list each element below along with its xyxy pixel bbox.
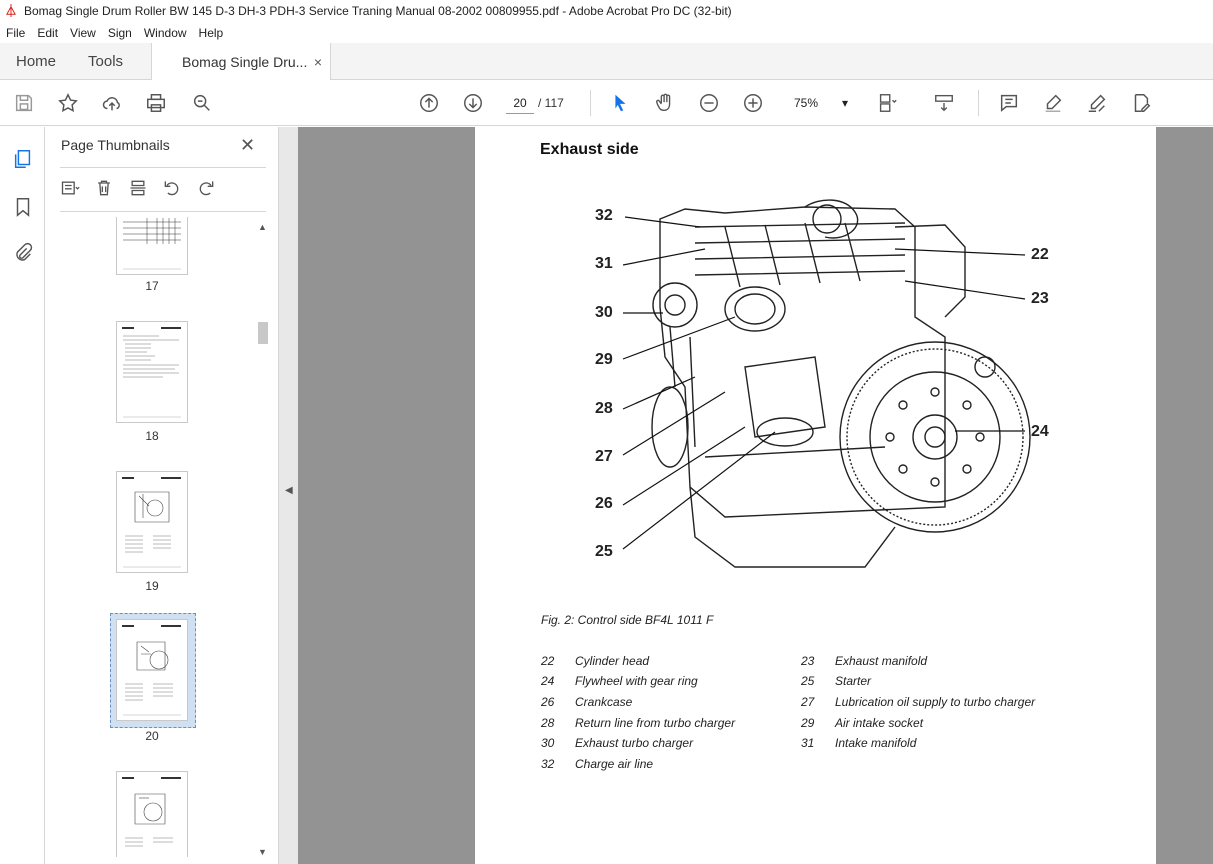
upload-cloud-icon[interactable] [98,89,126,117]
toolbar-divider [978,90,979,116]
thumbnail-label: 20 [145,729,159,743]
menu-view[interactable]: View [70,25,96,40]
attachments-icon[interactable] [11,241,35,265]
edit-pdf-icon[interactable] [1127,89,1155,117]
callout-25: 25 [595,543,613,560]
thumbnail-page-20[interactable] [116,619,188,721]
zoom-value: 75% [794,96,819,110]
tab-bar: Home Tools Bomag Single Dru... × [0,43,1213,80]
callout-26: 26 [595,495,613,512]
menu-edit[interactable]: Edit [37,25,59,40]
tab-home[interactable]: Home [16,52,57,70]
page-total: / 117 [538,96,564,110]
callout-30: 30 [595,304,613,321]
menu-help[interactable]: Help [198,25,224,40]
zoom-select[interactable]: 75% ▾ [786,92,856,114]
thumbnail-page-21[interactable] [116,771,188,857]
callout-27: 27 [595,448,613,465]
thumbnail-label: 17 [145,279,159,293]
engine-figure: 32 31 30 29 28 27 26 25 22 23 24 [565,187,1085,587]
zoom-in-icon[interactable] [739,89,767,117]
thumbnail-label: 19 [145,579,159,593]
page-fit-icon[interactable] [873,89,901,117]
chevron-down-icon: ▾ [841,96,848,110]
callout-31: 31 [595,255,613,272]
scroll-up-icon[interactable]: ▲ [258,222,267,232]
panel-divider [60,167,266,168]
callout-24: 24 [1031,423,1049,440]
callout-29: 29 [595,351,613,368]
rotate-left-icon[interactable] [162,178,182,203]
panel-collapse-strip[interactable]: ◀ [278,127,298,864]
save-icon[interactable] [10,89,38,117]
previous-page-icon[interactable] [415,89,443,117]
thumbnails-panel: Page Thumbnails ✕ 17 18 19 20 [46,127,278,864]
next-page-icon[interactable] [459,89,487,117]
menu-sign[interactable]: Sign [107,25,132,40]
panel-title: Page Thumbnails [61,137,170,153]
thumbnail-page-18[interactable] [116,321,188,423]
comment-icon[interactable] [995,89,1023,117]
scroll-mode-icon[interactable] [930,89,958,117]
document-viewer: Exhaust side [298,127,1213,864]
tab-document-label: Bomag Single Dru... [182,53,308,70]
callout-32: 32 [595,207,613,224]
rotate-right-icon[interactable] [196,178,216,203]
draw-sign-icon[interactable] [1083,89,1111,117]
acrobat-icon: ⏃ [4,4,17,18]
callout-23: 23 [1031,290,1049,307]
thumbnail-list: 17 18 19 20 [60,217,266,857]
pdf-page: Exhaust side [475,127,1156,864]
tab-document[interactable]: Bomag Single Dru... × [151,43,332,80]
callout-22: 22 [1031,246,1049,263]
tab-tools[interactable]: Tools [88,52,124,70]
toolbar: 20 / 117 75% ▾ [0,80,1213,126]
toolbar-divider [590,90,591,116]
thumbnail-label: 18 [145,429,159,443]
print-icon[interactable] [142,89,170,117]
collapse-panel-icon[interactable]: ◀ [285,485,293,496]
title-bar: ⏃ Bomag Single Drum Roller BW 145 D-3 DH… [0,0,1213,22]
find-zoom-icon[interactable] [188,89,216,117]
close-tab-icon[interactable]: × [313,53,323,70]
menu-window[interactable]: Window [143,25,187,40]
insert-page-icon[interactable] [128,178,148,203]
menu-bar: File Edit View Sign Window Help [0,22,1213,43]
thumbnail-page-17[interactable] [116,217,188,275]
figure-caption: Fig. 2: Control side BF4L 1011 F [541,613,714,627]
highlight-pen-icon[interactable] [1039,89,1067,117]
menu-file[interactable]: File [6,25,26,40]
page-heading: Exhaust side [540,141,639,158]
scrollbar-thumb[interactable] [258,322,268,344]
callout-28: 28 [595,400,613,417]
left-navigation-rail [0,127,45,864]
panel-divider [60,211,266,212]
scroll-down-icon[interactable]: ▼ [258,847,267,857]
close-panel-icon[interactable]: ✕ [240,135,256,155]
window-title: Bomag Single Drum Roller BW 145 D-3 DH-3… [24,4,732,18]
thumbnail-page-19[interactable] [116,471,188,573]
select-cursor-icon[interactable] [606,89,634,117]
page-thumbnails-icon[interactable] [11,147,35,171]
thumbnail-options-icon[interactable] [60,178,80,203]
thumbnail-scrollbar[interactable]: ▲ ▼ [256,222,270,862]
bookmark-star-icon[interactable] [54,89,82,117]
thumbnail-tools [60,177,216,203]
delete-page-icon[interactable] [94,178,114,203]
hand-tool-icon[interactable] [651,89,679,117]
page-number-input[interactable]: 20 [506,92,534,114]
zoom-out-icon[interactable] [695,89,723,117]
bookmarks-icon[interactable] [11,195,35,219]
